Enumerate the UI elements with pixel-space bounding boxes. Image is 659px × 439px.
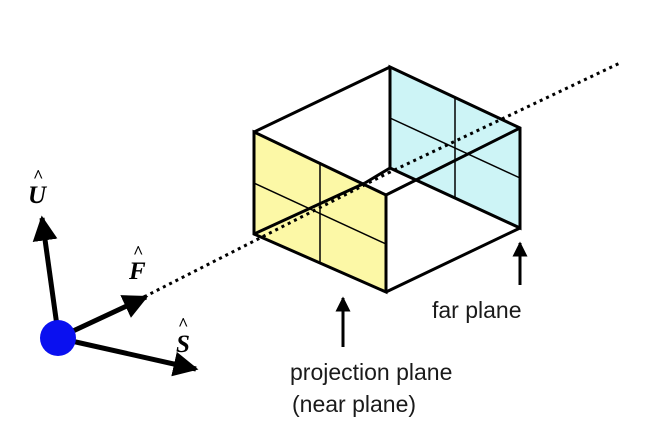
projection-plane-label-line2: (near plane) xyxy=(292,391,416,417)
side-vector-arrow xyxy=(57,335,199,377)
frustum-edge-top-right xyxy=(385,126,521,197)
frustum-edge-bottom-right xyxy=(385,226,521,294)
frustum-edge-bottom-left xyxy=(253,181,366,236)
far-plane-label: far plane xyxy=(432,297,522,323)
up-vector-arrow xyxy=(32,215,61,334)
side-vector-hat: ^ xyxy=(178,314,188,334)
projection-plane-label-line1: projection plane xyxy=(290,359,452,385)
camera-origin-dot xyxy=(40,320,76,356)
far-plane-grid-horizontal xyxy=(389,117,521,179)
frustum-edge-top-left xyxy=(253,65,391,134)
frustum-edge-inner-bottom xyxy=(364,166,391,185)
line-of-sight-back xyxy=(387,60,623,175)
side-vector-label: S xyxy=(176,331,190,358)
up-vector-label: U xyxy=(28,182,48,209)
line-of-sight-front xyxy=(137,171,389,302)
up-vector-hat: ^ xyxy=(33,166,43,186)
near-plane-grid-horizontal xyxy=(253,182,387,245)
forward-vector-label: F xyxy=(128,258,146,285)
forward-vector-hat: ^ xyxy=(133,242,143,262)
